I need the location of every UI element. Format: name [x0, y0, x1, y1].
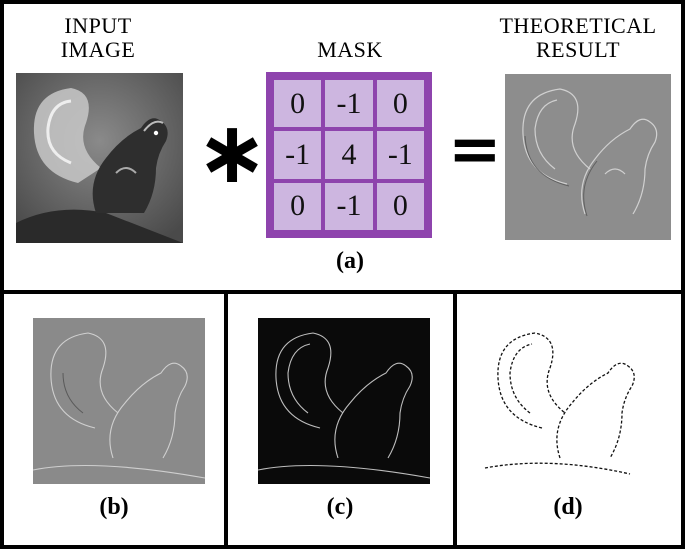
input-label-line2: IMAGE	[60, 37, 136, 62]
caption-b: (b)	[99, 494, 129, 520]
theoretical-result-image	[505, 74, 671, 240]
panel-d-image	[480, 318, 660, 484]
caption-c: (c)	[326, 494, 354, 520]
input-image-label: INPUT IMAGE	[38, 14, 158, 62]
mask-cell: 0	[274, 80, 322, 128]
input-label-line1: INPUT	[64, 13, 132, 38]
mask-cell: 0	[376, 182, 424, 230]
equals-sign: =	[448, 113, 502, 187]
mask-cell: -1	[325, 182, 373, 230]
mask-cell: -1	[274, 131, 322, 179]
mask-label: MASK	[317, 37, 383, 62]
theoretical-result-label: THEORETICAL RESULT	[478, 14, 678, 62]
caption-a: (a)	[336, 248, 364, 274]
result-label-line1: THEORETICAL	[499, 13, 657, 38]
result-label-line2: RESULT	[535, 37, 621, 62]
mask-cell: 4	[325, 131, 373, 179]
mask-cell: 0	[376, 80, 424, 128]
mask-cell: 0	[274, 182, 322, 230]
panel-c-image	[258, 318, 430, 484]
mask-cell: -1	[376, 131, 424, 179]
caption-d: (d)	[553, 494, 583, 520]
panel-b-image	[33, 318, 205, 484]
mask-grid: 0 -1 0 -1 4 -1 0 -1 0	[266, 72, 432, 238]
convolution-operator: ∗	[196, 103, 269, 203]
input-squirrel-image	[16, 73, 183, 243]
mask-cell: -1	[325, 80, 373, 128]
